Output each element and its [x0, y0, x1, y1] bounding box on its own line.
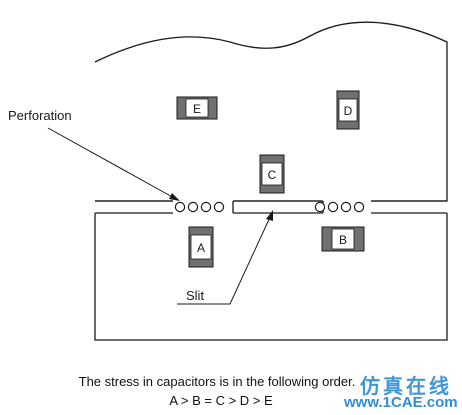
slit-label: Slit — [186, 288, 204, 303]
perforation-label: Perforation — [8, 108, 72, 123]
perforation-hole — [213, 201, 225, 213]
perforation-hole — [174, 201, 186, 213]
lower-board — [94, 213, 448, 341]
capacitor-d: D — [336, 90, 360, 130]
perforation-hole — [200, 201, 212, 213]
slit-arrow-icon — [266, 210, 273, 221]
watermark-chinese: 仿真在线 — [360, 374, 452, 398]
capacitor-e-label: E — [193, 102, 201, 116]
capacitor-a: A — [188, 226, 214, 268]
slit-leader-line — [177, 214, 272, 305]
perforation-leader-line — [47, 127, 177, 200]
perforation-hole — [353, 201, 365, 213]
perforation-hole — [314, 201, 326, 213]
stress-order: A > B = C > D > E — [169, 393, 273, 408]
capacitor-e: E — [176, 96, 218, 120]
perforation-hole — [340, 201, 352, 213]
watermark-url: www.1CAE.com — [344, 394, 458, 411]
capacitor-b-label: B — [339, 233, 347, 247]
capacitor-b: B — [321, 226, 365, 252]
perforation-hole — [327, 201, 339, 213]
perforation-arrow-icon — [169, 193, 180, 201]
capacitor-d-label: D — [344, 104, 353, 118]
capacitor-c-label: C — [268, 168, 277, 182]
perforation-hole — [187, 201, 199, 213]
capacitor-a-label: A — [197, 241, 205, 255]
caption-line: The stress in capacitors is in the follo… — [78, 374, 356, 389]
capacitor-c: C — [259, 154, 285, 194]
